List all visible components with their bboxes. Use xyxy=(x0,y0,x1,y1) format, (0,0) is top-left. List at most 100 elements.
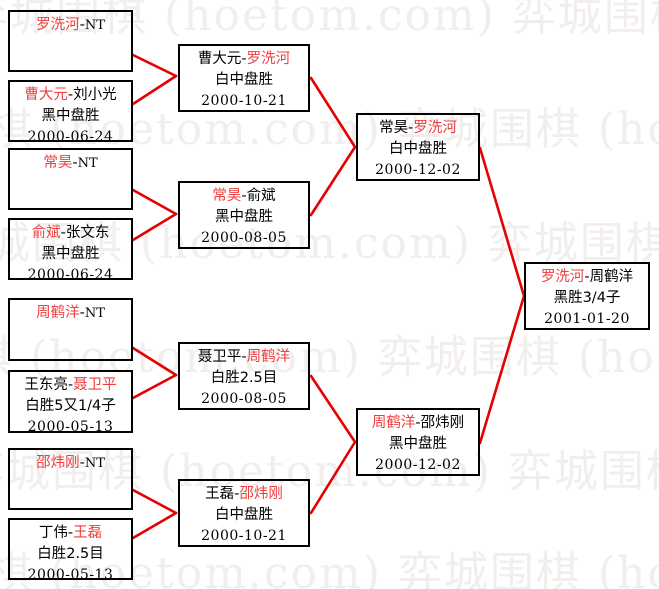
match-pairing: 罗洗河-周鹤洋 xyxy=(526,267,648,288)
line-r2m2-to-sf1 xyxy=(309,145,357,217)
match-pairing: 曹大元-罗洗河 xyxy=(180,49,308,70)
match-pairing: 丁伟-王磊 xyxy=(10,523,131,544)
bye-label: NT xyxy=(84,306,105,321)
player-left: 周鹤洋 xyxy=(371,415,416,431)
match-result: 黑中盘胜 xyxy=(215,209,273,226)
line-r1m1-to-r2m1 xyxy=(131,53,178,78)
match-result: 黑中盘胜 xyxy=(389,436,447,453)
match-result: 黑胜3/4子 xyxy=(553,290,621,307)
match-box-r1m3[interactable]: 常昊-NT xyxy=(8,148,133,210)
pair-separator: - xyxy=(67,525,74,541)
match-pairing: 聂卫平-周鹤洋 xyxy=(180,347,308,368)
match-pairing: 周鹤洋-NT xyxy=(10,303,131,324)
player-left: 罗洗河 xyxy=(36,17,80,33)
match-pairing: 常昊-俞斌 xyxy=(180,186,308,207)
match-result: 黑中盘胜 xyxy=(41,108,100,125)
player-left: 俞斌 xyxy=(31,225,61,241)
line-r1m8-to-r2m4 xyxy=(131,511,178,540)
pair-separator: - xyxy=(67,87,74,103)
match-date: 2000-06-24 xyxy=(27,129,114,146)
player-left: 聂卫平 xyxy=(197,349,242,365)
pair-separator: - xyxy=(79,17,85,33)
line-r1m4-to-r2m2 xyxy=(131,212,178,242)
match-date: 2000-08-05 xyxy=(201,391,287,408)
pair-separator: - xyxy=(241,51,247,67)
match-date: 2000-05-13 xyxy=(27,567,114,584)
match-box-r2m3[interactable]: 聂卫平-周鹤洋白胜2.5目 2000-08-05 xyxy=(178,342,310,410)
player-left: 王东亮 xyxy=(24,377,68,393)
match-box-r1m6[interactable]: 王东亮-聂卫平白胜5又1/4子 2000-05-13 xyxy=(8,370,133,435)
player-right: 张文东 xyxy=(65,225,110,241)
player-left: 丁伟 xyxy=(38,525,68,541)
match-pairing: 罗洗河-NT xyxy=(10,15,131,36)
match-result: 白胜2.5目 xyxy=(37,546,104,563)
pair-separator: - xyxy=(584,269,590,285)
match-pairing: 曹大元-刘小光 xyxy=(10,85,131,106)
player-left: 曹大元 xyxy=(24,87,68,103)
match-result: 白胜5又1/4子 xyxy=(25,398,116,415)
match-pairing: 俞斌-张文东 xyxy=(10,223,131,244)
match-result: 白中盘胜 xyxy=(215,72,273,89)
pair-separator: - xyxy=(234,486,240,502)
pair-separator: - xyxy=(408,120,414,136)
bye-label: NT xyxy=(77,156,98,171)
player-left: 王磊 xyxy=(205,486,235,502)
match-pairing: 王东亮-聂卫平 xyxy=(10,375,131,396)
match-date: 2000-08-05 xyxy=(201,230,287,247)
pair-separator: - xyxy=(415,415,421,431)
player-left: 曹大元 xyxy=(197,51,242,67)
player-left: 周鹤洋 xyxy=(36,305,80,321)
player-left: 常昊 xyxy=(379,120,409,136)
match-date: 2000-05-13 xyxy=(27,419,114,436)
line-r1m2-to-r2m1 xyxy=(131,74,178,106)
player-left: 罗洗河 xyxy=(540,269,585,285)
match-box-r2m2[interactable]: 常昊-俞斌黑中盘胜 2000-08-05 xyxy=(178,181,310,249)
pair-separator: - xyxy=(60,225,66,241)
pair-separator: - xyxy=(79,305,85,321)
match-box-r1m8[interactable]: 丁伟-王磊白胜2.5目 2000-05-13 xyxy=(8,518,133,583)
player-right: 周鹤洋 xyxy=(246,349,291,365)
match-result: 白中盘胜 xyxy=(215,507,273,524)
pair-separator: - xyxy=(72,155,78,171)
pair-separator: - xyxy=(241,349,247,365)
line-sf1-to-final xyxy=(478,146,526,298)
match-pairing: 常昊-罗洗河 xyxy=(358,118,478,139)
match-pairing: 邵炜刚-NT xyxy=(10,453,131,474)
match-result: 黑中盘胜 xyxy=(41,246,100,263)
pair-separator: - xyxy=(241,188,247,204)
line-r2m1-to-sf1 xyxy=(309,76,357,149)
match-result: 白胜2.5目 xyxy=(210,370,278,387)
player-right: 周鹤洋 xyxy=(589,269,634,285)
match-result: 白中盘胜 xyxy=(389,141,447,158)
match-date: 2000-10-21 xyxy=(201,528,287,545)
bye-label: NT xyxy=(84,18,105,33)
player-right: 罗洗河 xyxy=(413,120,457,136)
match-box-sf2[interactable]: 周鹤洋-邵炜刚黑中盘胜 2000-12-02 xyxy=(356,408,480,476)
match-date: 2000-12-02 xyxy=(375,457,461,474)
match-box-r1m7[interactable]: 邵炜刚-NT xyxy=(8,448,133,510)
player-right: 聂卫平 xyxy=(73,377,117,393)
match-box-r1m2[interactable]: 曹大元-刘小光黑中盘胜 2000-06-24 xyxy=(8,80,133,145)
match-pairing: 周鹤洋-邵炜刚 xyxy=(358,413,478,434)
player-left: 常昊 xyxy=(43,155,73,171)
match-box-r1m1[interactable]: 罗洗河-NT xyxy=(8,10,133,72)
pair-separator: - xyxy=(67,377,74,393)
match-date: 2001-01-20 xyxy=(544,311,630,328)
match-date: 2000-10-21 xyxy=(201,93,287,110)
bye-label: NT xyxy=(84,456,105,471)
pair-separator: - xyxy=(79,455,85,471)
match-box-r1m5[interactable]: 周鹤洋-NT xyxy=(8,298,133,361)
player-right: 罗洗河 xyxy=(246,51,291,67)
player-right: 俞斌 xyxy=(246,188,276,204)
match-box-r2m1[interactable]: 曹大元-罗洗河白中盘胜 2000-10-21 xyxy=(178,44,310,112)
match-pairing: 常昊-NT xyxy=(10,153,131,174)
player-left: 常昊 xyxy=(212,188,242,204)
match-box-final[interactable]: 罗洗河-周鹤洋黑胜3/4子 2001-01-20 xyxy=(524,262,650,330)
player-right: 邵炜刚 xyxy=(420,415,465,431)
player-right: 刘小光 xyxy=(73,87,117,103)
line-r1m5-to-r2m3 xyxy=(131,346,178,377)
line-r2m3-to-sf2 xyxy=(309,374,357,444)
